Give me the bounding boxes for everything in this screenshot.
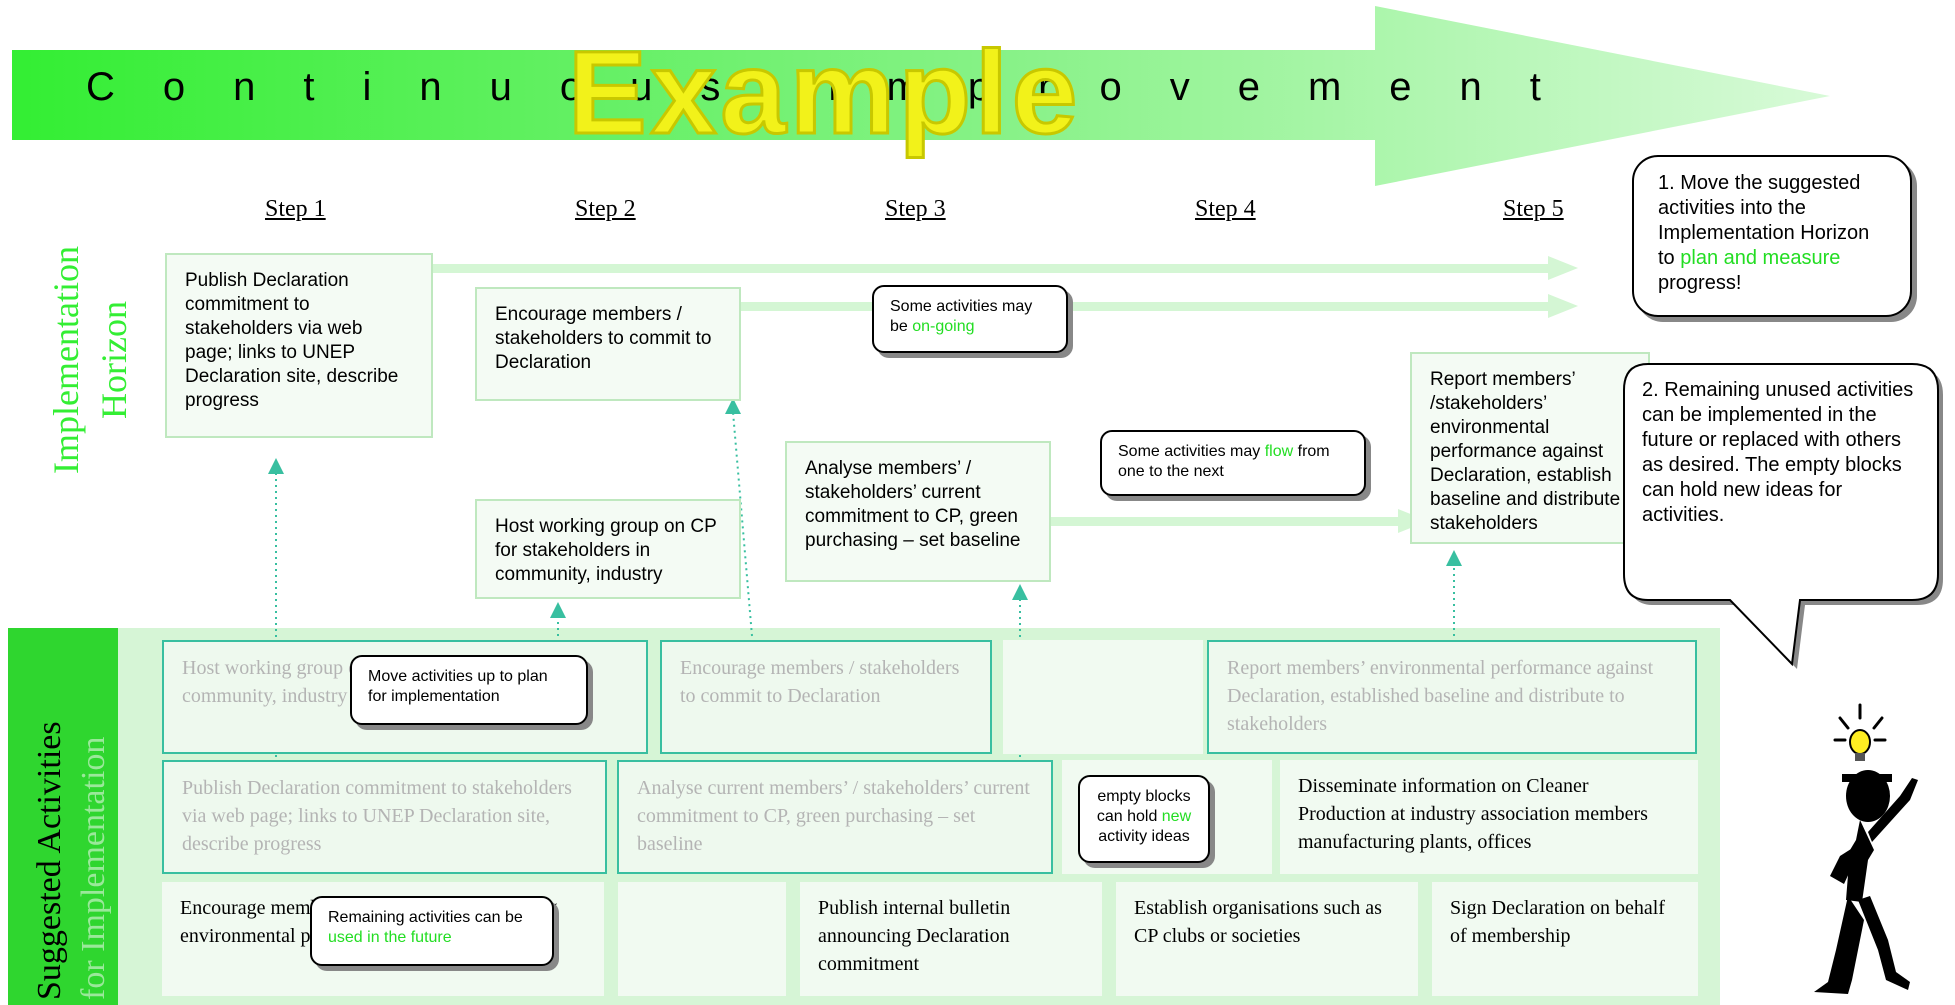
callout-ongoing: Some activities may be on-going: [872, 285, 1068, 353]
callout-move-activities: Move activities up to plan for implement…: [350, 655, 588, 725]
step-3-label: Step 3: [885, 196, 946, 222]
banner-title: Continuous Improvement: [86, 65, 1589, 109]
callout-flow: Some activities may flow from one to the…: [1100, 430, 1366, 496]
suggested-encourage-members: Encourage members / stakeholders to comm…: [660, 640, 992, 754]
suggested-activities-bar: [8, 628, 118, 1005]
step-5-label: Step 5: [1503, 196, 1564, 222]
step-4-label: Step 4: [1195, 196, 1256, 222]
suggested-establish-organisations: Establish organisations such as CP clubs…: [1116, 882, 1418, 996]
thinking-person-lightbulb-icon: [1814, 703, 1918, 994]
tip-callout-2: 2. Remaining unused activities can be im…: [1642, 379, 1914, 526]
step-2-label: Step 2: [575, 196, 636, 222]
continuous-improvement-arrow: [12, 6, 1830, 186]
suggested-publish-declaration: Publish Declaration commitment to stakeh…: [162, 760, 607, 874]
suggested-analyse-commitment: Analyse current members’ / stakeholders’…: [617, 760, 1053, 874]
example-watermark: Example: [566, 27, 1082, 159]
suggested-publish-bulletin: Publish internal bulletin announcing Dec…: [800, 882, 1102, 996]
horizon-box-report-performance: Report members’ /stakeholders’ environme…: [1410, 352, 1650, 544]
horizon-box-analyse-commitment: Analyse members’ / stakeholders’ current…: [785, 441, 1051, 582]
tip-callout-1: 1. Move the suggested activities into th…: [1632, 155, 1912, 317]
tip-callout-2-bubble: [1623, 363, 1943, 669]
horizon-box-encourage-members: Encourage members / stakeholders to comm…: [475, 287, 741, 401]
suggested-disseminate-information: Disseminate information on Cleaner Produ…: [1280, 760, 1698, 874]
suggested-empty-block-3: [618, 882, 786, 996]
suggested-empty-block-1: [1003, 640, 1203, 754]
horizon-box-host-working-group: Host working group on CP for stakeholder…: [475, 499, 741, 599]
suggested-report-performance: Report members’ environmental performanc…: [1207, 640, 1697, 754]
callout-empty-blocks: empty blocks can hold new activity ideas: [1078, 775, 1210, 863]
horizon-box-publish-declaration: Publish Declaration commitment to stakeh…: [165, 253, 433, 438]
callout-remaining-activities: Remaining activities can be used in the …: [310, 896, 554, 966]
suggested-sign-declaration: Sign Declaration on behalf of membership: [1432, 882, 1698, 996]
step-1-label: Step 1: [265, 196, 326, 222]
